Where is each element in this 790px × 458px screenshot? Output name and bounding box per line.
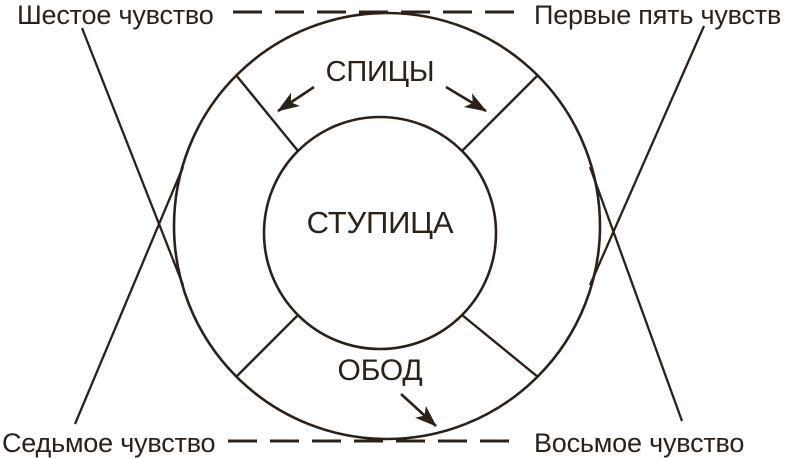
label-hub: СТУПИЦА [306,205,454,240]
spokes-arrow-left-icon [277,85,315,113]
sixth-sense-connector-line [80,27,185,286]
spoke-line-lower-right [461,314,539,378]
spokes-arrow-right-icon [445,85,487,113]
spoke-line-upper-left [235,74,299,152]
seventh-sense-connector-line [73,166,185,425]
label-sixth-sense: Шестое чувство [17,0,214,30]
label-first-five-senses: Первые пять чувств [534,0,782,30]
label-spokes: СПИЦЫ [325,56,435,88]
eighth-sense-connector-line [588,166,684,422]
label-seventh-sense: Седьмое чувство [2,428,216,458]
rim-arrow-icon [400,393,437,427]
spoke-line-lower-left [235,314,299,378]
label-eighth-sense: Восьмое чувство [534,428,745,458]
first-five-senses-connector-line [588,25,706,286]
spoke-line-upper-right [461,74,539,152]
hub-circle [262,115,498,351]
label-rim: ОБОД [337,354,423,387]
